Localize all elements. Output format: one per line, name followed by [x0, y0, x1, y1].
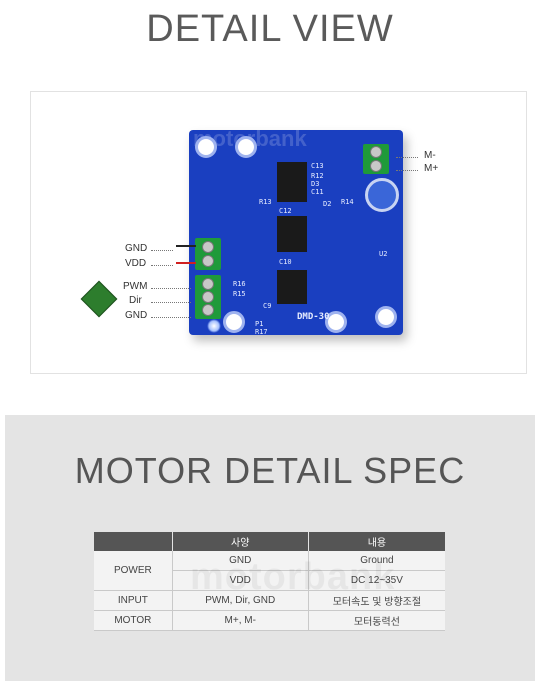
leader-line	[396, 170, 418, 171]
silk-label: R14	[341, 198, 354, 206]
pcb-board-image: motorbank C13 R12 D3 C11 C12 R13 D2 R14 …	[189, 126, 403, 336]
table-row: POWER GND Ground	[94, 551, 445, 591]
silk-label: C12	[279, 207, 292, 215]
screw-icon	[202, 291, 214, 303]
screw-icon	[202, 255, 214, 267]
table-cell-content: 모터동력선	[308, 610, 445, 631]
silk-label: R12	[311, 172, 324, 180]
driver-ic	[277, 216, 307, 252]
table-row: INPUT PWM, Dir, GND 모터속도 및 방향조절	[94, 590, 445, 611]
table-cell-spec: GND	[172, 551, 309, 571]
label-m-minus: M-	[424, 150, 436, 161]
table-header-cell	[94, 532, 173, 551]
driver-ic	[277, 162, 307, 202]
table-header-row: 사양 내용	[94, 532, 445, 551]
spec-section: MOTOR DETAIL SPEC 사양 내용 POWER GND Ground…	[5, 415, 535, 681]
leader-line	[396, 157, 418, 158]
mount-hole	[235, 136, 257, 158]
screw-icon	[202, 278, 214, 290]
label-gnd-input: GND	[125, 310, 148, 321]
driver-ic	[277, 270, 307, 304]
mount-hole	[195, 136, 217, 158]
capacitor	[365, 178, 399, 212]
silk-label: C9	[263, 302, 272, 310]
table-cell-group: MOTOR	[94, 610, 173, 631]
table-cell-content: Ground	[308, 551, 445, 571]
leader-line	[151, 250, 173, 251]
table-cell-spec: M+, M-	[172, 610, 309, 631]
mount-hole	[375, 306, 397, 328]
silk-label: C10	[279, 258, 292, 266]
silk-label: R15	[233, 290, 246, 298]
table-header-cell: 내용	[308, 532, 445, 551]
table-cell-content: DC 12~35V	[308, 570, 445, 591]
label-m-plus: M+	[424, 163, 439, 174]
board-model-label: DMD-30	[297, 312, 330, 322]
table-row: VDD DC 12~35V	[94, 570, 445, 591]
label-gnd: GND	[125, 243, 148, 254]
mount-hole	[325, 311, 347, 333]
table-cell-spec: PWM, Dir, GND	[172, 590, 309, 611]
silk-label: U2	[379, 250, 388, 258]
spec-table: 사양 내용 POWER GND Ground VDD DC 12~35V INP…	[94, 532, 445, 631]
label-dir: Dir	[129, 295, 142, 306]
screw-icon	[202, 241, 214, 253]
silk-label: P1	[255, 320, 264, 328]
leader-line	[151, 265, 173, 266]
silk-label: C11	[311, 188, 324, 196]
table-cell-group: POWER	[94, 551, 173, 591]
status-led	[207, 319, 221, 333]
table-row: MOTOR M+, M- 모터동력선	[94, 610, 445, 631]
silk-label: D3	[311, 180, 320, 188]
table-cell-group: INPUT	[94, 590, 173, 611]
table-cell-spec: VDD	[172, 570, 309, 591]
silk-label: R13	[259, 198, 272, 206]
label-vdd: VDD	[125, 258, 147, 269]
leader-line	[151, 302, 191, 303]
table-cell-content: 모터속도 및 방향조절	[308, 590, 445, 611]
wire-gnd	[176, 245, 196, 247]
screw-icon	[370, 146, 382, 158]
spec-title: MOTOR DETAIL SPEC	[74, 450, 466, 491]
label-pwm: PWM	[123, 281, 148, 292]
silk-label: R16	[233, 280, 246, 288]
mount-hole	[223, 311, 245, 333]
silk-label: D2	[323, 200, 332, 208]
screw-icon	[370, 160, 382, 172]
silk-label: C13	[311, 162, 324, 170]
silk-label: R17	[255, 328, 268, 336]
page-title: DETAIL VIEW	[146, 8, 394, 50]
table-header-cell: 사양	[172, 532, 309, 551]
leader-line	[151, 317, 191, 318]
wire-vdd	[176, 262, 196, 264]
screw-icon	[202, 304, 214, 316]
leader-line	[151, 288, 191, 289]
